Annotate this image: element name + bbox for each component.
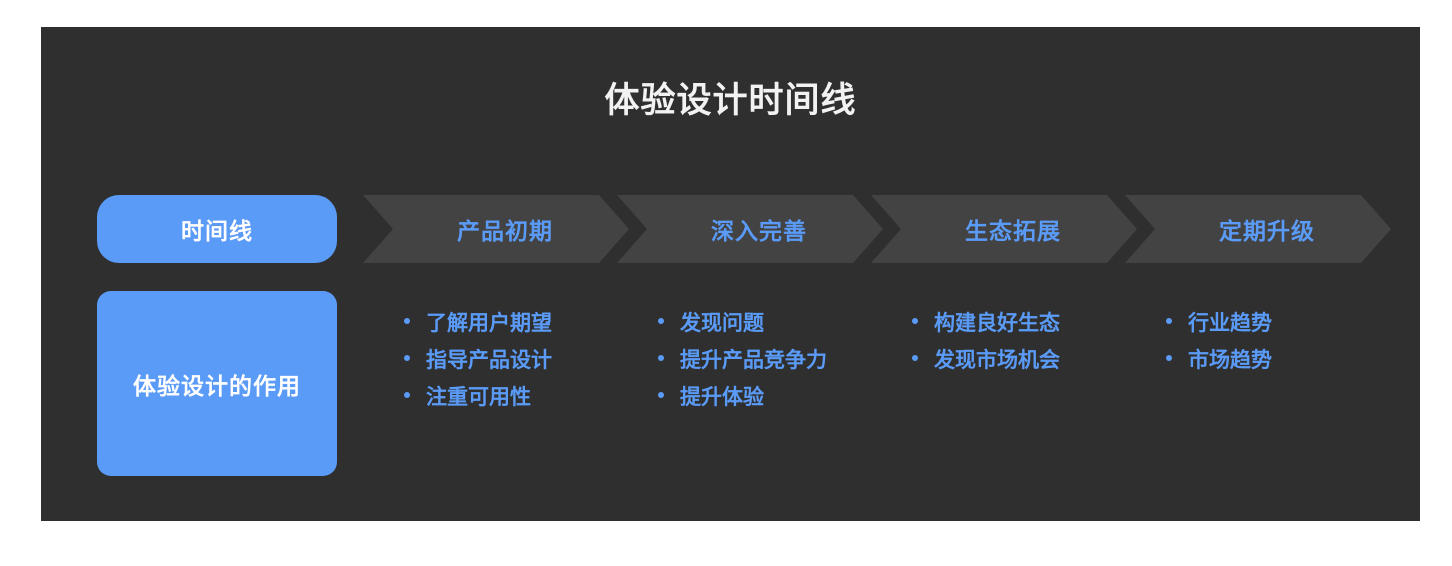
list-item-label: 发现市场机会 [934, 349, 1060, 372]
bullet-dot-icon [1166, 318, 1172, 324]
bullet-dot-icon [912, 318, 918, 324]
role-column-3: 构建良好生态 发现市场机会 [912, 313, 1162, 387]
bullet-dot-icon [1166, 355, 1172, 361]
bullet-dot-icon [658, 318, 664, 324]
bullet-dot-icon [658, 392, 664, 398]
list-item-label: 注重可用性 [426, 386, 531, 409]
timeline-stage-1[interactable]: 产品初期 [363, 195, 629, 263]
list-item: 提升体验 [658, 387, 908, 408]
list-item: 了解用户期望 [404, 313, 654, 334]
list-item: 指导产品设计 [404, 350, 654, 371]
list-item: 注重可用性 [404, 387, 654, 408]
list-item-label: 了解用户期望 [426, 312, 552, 335]
role-column-2: 发现问题 提升产品竞争力 提升体验 [658, 313, 908, 424]
list-item-label: 市场趋势 [1188, 349, 1272, 372]
bullet-dot-icon [912, 355, 918, 361]
list-item-label: 指导产品设计 [426, 349, 552, 372]
list-item: 发现市场机会 [912, 350, 1162, 371]
role-column-4: 行业趋势 市场趋势 [1166, 313, 1416, 387]
bullet-dot-icon [404, 355, 410, 361]
bullet-dot-icon [658, 355, 664, 361]
timeline-stage-row: 时间线 产品初期 深入完善 生态拓展 定期升级 [97, 195, 1367, 263]
list-item-label: 发现问题 [680, 312, 764, 335]
list-item: 提升产品竞争力 [658, 350, 908, 371]
role-row-label: 体验设计的作用 [97, 291, 337, 476]
role-row: 体验设计的作用 了解用户期望 指导产品设计 注重可用性 发现 [97, 291, 1397, 476]
role-column-1: 了解用户期望 指导产品设计 注重可用性 [404, 313, 654, 424]
list-item-label: 提升产品竞争力 [680, 349, 827, 372]
page-title: 体验设计时间线 [604, 81, 857, 120]
bullet-dot-icon [404, 392, 410, 398]
bullet-dot-icon [404, 318, 410, 324]
list-item-label: 构建良好生态 [934, 312, 1060, 335]
timeline-stage-4[interactable]: 定期升级 [1125, 195, 1391, 263]
list-item: 发现问题 [658, 313, 908, 334]
timeline-stage-3[interactable]: 生态拓展 [871, 195, 1137, 263]
list-item: 行业趋势 [1166, 313, 1416, 334]
timeline-stage-2[interactable]: 深入完善 [617, 195, 883, 263]
list-item-label: 提升体验 [680, 386, 764, 409]
timeline-row-label: 时间线 [97, 195, 337, 263]
list-item-label: 行业趋势 [1188, 312, 1272, 335]
list-item: 构建良好生态 [912, 313, 1162, 334]
list-item: 市场趋势 [1166, 350, 1416, 371]
timeline-card: 体验设计时间线 时间线 产品初期 深入完善 生态拓展 定期升级 体验设计的作用 … [41, 27, 1420, 521]
